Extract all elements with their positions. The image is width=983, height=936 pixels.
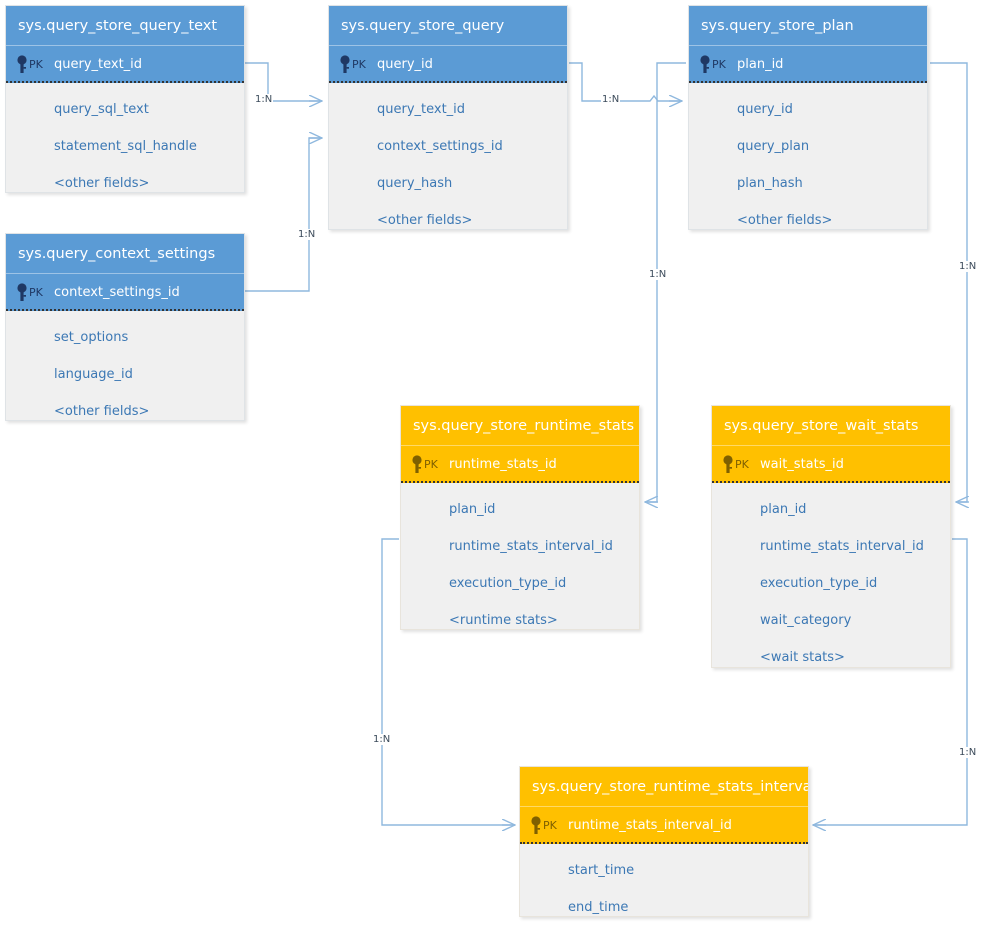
field-list: plan_id runtime_stats_interval_id execut… (401, 483, 639, 649)
field: runtime_stats_interval_id (449, 539, 613, 554)
cardinality-label-ctx-query: 1:N (297, 229, 317, 240)
cardinality-label-query-plan: 1:N (601, 94, 621, 105)
field: plan_id (449, 502, 496, 517)
primary-key-row: PK runtime_stats_interval_id (520, 807, 808, 844)
field: execution_type_id (449, 576, 567, 591)
pk-field-name: query_text_id (54, 57, 143, 72)
entity-query-store-query-text[interactable]: sys.query_store_query_text PK query_text… (5, 5, 245, 193)
entity-title: sys.query_store_plan (689, 6, 927, 46)
field: query_id (737, 102, 793, 117)
field: statement_sql_handle (54, 139, 197, 154)
key-icon (700, 55, 710, 73)
cardinality-label-text-query: 1:N (254, 94, 274, 105)
field: set_options (54, 330, 129, 345)
entity-title: sys.query_context_settings (6, 234, 244, 274)
field-list: plan_id runtime_stats_interval_id execut… (712, 483, 950, 686)
field: wait_category (760, 613, 852, 628)
field: plan_hash (737, 176, 803, 191)
field-list: start_time end_time (520, 844, 808, 936)
field-list: set_options language_id <other fields> (6, 311, 244, 440)
entity-query-context-settings[interactable]: sys.query_context_settings PK context_se… (5, 233, 245, 421)
key-icon (412, 455, 422, 473)
field: query_hash (377, 176, 453, 191)
field: language_id (54, 367, 133, 382)
connector-ctx-to-query (245, 138, 322, 292)
entity-query-store-plan[interactable]: sys.query_store_plan PK plan_id query_id… (688, 5, 928, 230)
field-list: query_id query_plan plan_hash <other fie… (689, 83, 927, 249)
connector-query-to-plan (569, 62, 682, 101)
field: execution_type_id (760, 576, 878, 591)
pk-field-name: runtime_stats_interval_id (568, 818, 732, 833)
pk-field-name: context_settings_id (54, 285, 180, 300)
pk-label: PK (543, 819, 557, 832)
key-icon (17, 55, 27, 73)
cardinality-label-wait-interval: 1:N (958, 747, 978, 758)
primary-key-row: PK runtime_stats_id (401, 446, 639, 483)
field: <runtime stats> (449, 613, 558, 628)
field: <other fields> (54, 176, 150, 191)
pk-label: PK (424, 458, 438, 471)
connector-plan-to-runtime (645, 62, 686, 502)
entity-title: sys.query_store_query_text (6, 6, 244, 46)
pk-label: PK (29, 58, 43, 71)
key-icon (17, 283, 27, 301)
field: plan_id (760, 502, 807, 517)
primary-key-row: PK query_id (329, 46, 567, 83)
pk-label: PK (352, 58, 366, 71)
entity-title: sys.query_store_runtime_stats (401, 406, 639, 446)
primary-key-row: PK context_settings_id (6, 274, 244, 311)
key-icon (340, 55, 350, 73)
pk-label: PK (712, 58, 726, 71)
field-list: query_text_id context_settings_id query_… (329, 83, 567, 249)
cardinality-label-runtime-interval: 1:N (372, 734, 392, 745)
field: query_sql_text (54, 102, 149, 117)
entity-title: sys.query_store_runtime_stats_interval (520, 767, 808, 807)
pk-field-name: wait_stats_id (760, 457, 844, 472)
field: query_plan (737, 139, 810, 154)
field: <other fields> (737, 213, 833, 228)
pk-field-name: plan_id (737, 57, 784, 72)
field: <other fields> (54, 404, 150, 419)
key-icon (531, 816, 541, 834)
field: <wait stats> (760, 650, 845, 665)
entity-query-store-wait-stats[interactable]: sys.query_store_wait_stats PK wait_stats… (711, 405, 951, 668)
entity-query-store-query[interactable]: sys.query_store_query PK query_id query_… (328, 5, 568, 230)
entity-query-store-runtime-stats-interval[interactable]: sys.query_store_runtime_stats_interval P… (519, 766, 809, 917)
cardinality-label-plan-runtime: 1:N (648, 269, 668, 280)
primary-key-row: PK query_text_id (6, 46, 244, 83)
pk-field-name: runtime_stats_id (449, 457, 557, 472)
cardinality-label-plan-wait: 1:N (958, 261, 978, 272)
pk-label: PK (29, 286, 43, 299)
entity-query-store-runtime-stats[interactable]: sys.query_store_runtime_stats PK runtime… (400, 405, 640, 630)
primary-key-row: PK plan_id (689, 46, 927, 83)
field: <other fields> (377, 213, 473, 228)
entity-title: sys.query_store_wait_stats (712, 406, 950, 446)
field: query_text_id (377, 102, 466, 117)
pk-label: PK (735, 458, 749, 471)
field: context_settings_id (377, 139, 503, 154)
key-icon (723, 455, 733, 473)
pk-field-name: query_id (377, 57, 433, 72)
field-list: query_sql_text statement_sql_handle <oth… (6, 83, 244, 212)
field: end_time (568, 900, 629, 915)
primary-key-row: PK wait_stats_id (712, 446, 950, 483)
field: start_time (568, 863, 635, 878)
field: runtime_stats_interval_id (760, 539, 924, 554)
entity-title: sys.query_store_query (329, 6, 567, 46)
